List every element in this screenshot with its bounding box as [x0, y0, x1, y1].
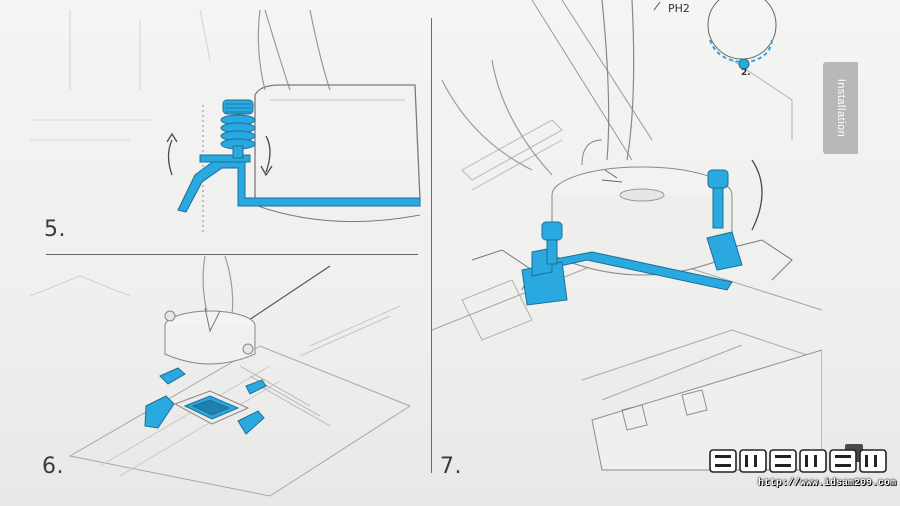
bracket-highlight	[177, 154, 421, 213]
section-tab: Installation	[823, 62, 858, 154]
backplate-highlights	[144, 367, 267, 435]
watermark-logo-icon	[709, 449, 887, 473]
step-number-6: 6.	[42, 454, 64, 479]
thumb-screws	[541, 169, 729, 265]
step-7-illustration	[432, 0, 822, 471]
ph2-label: PH2	[668, 2, 690, 15]
panel-step-5	[10, 0, 428, 252]
mount-bracket-highlight	[521, 231, 743, 306]
step-6-illustration	[29, 256, 412, 497]
step-number-5: 5.	[44, 217, 66, 242]
step-number-7: 7.	[440, 454, 462, 479]
watermark: http://www.idsam209.com	[708, 444, 897, 502]
panel-step-7	[432, 0, 822, 506]
spring-screw	[220, 99, 256, 159]
vertical-divider	[431, 18, 432, 473]
ph2-step-number: 2.	[741, 68, 751, 78]
watermark-url: http://www.idsam209.com	[758, 478, 897, 489]
step-5-illustration	[30, 9, 421, 232]
section-tab-label: Installation	[834, 78, 847, 138]
cpu-highlight	[183, 395, 240, 420]
panel-step-6	[10, 256, 428, 506]
horizontal-divider	[46, 254, 418, 255]
